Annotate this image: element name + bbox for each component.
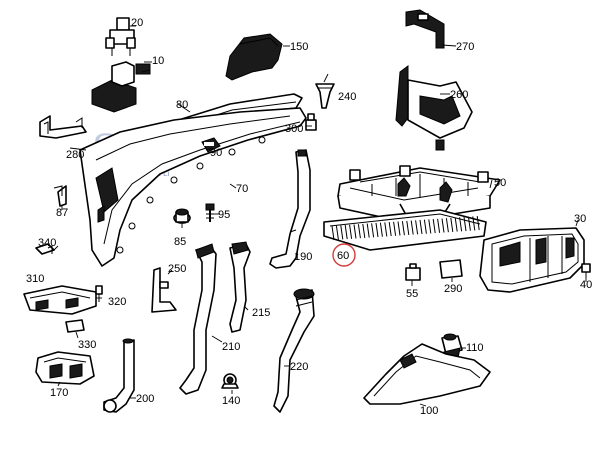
label-330[interactable]: 330 — [78, 339, 96, 351]
label-240[interactable]: 240 — [338, 91, 356, 103]
part-95-screw — [205, 203, 215, 222]
label-110[interactable]: 110 — [466, 342, 484, 354]
part-290-pad — [439, 259, 463, 279]
part-190-tube — [269, 149, 311, 269]
part-55-clip — [405, 263, 421, 281]
label-70[interactable]: 70 — [236, 183, 248, 195]
label-260[interactable]: 260 — [450, 89, 468, 101]
part-215-tube — [229, 241, 251, 333]
part-50-housing-top — [337, 165, 501, 223]
label-310[interactable]: 310 — [26, 273, 44, 285]
label-340[interactable]: 340 — [38, 237, 56, 249]
label-87[interactable]: 87 — [56, 207, 68, 219]
label-210[interactable]: 210 — [222, 341, 240, 353]
label-250[interactable]: 250 — [168, 263, 186, 275]
label-100[interactable]: 100 — [420, 405, 438, 417]
part-140-clamp — [221, 373, 239, 389]
label-20[interactable]: 20 — [131, 17, 143, 29]
part-310-bracket — [23, 285, 97, 315]
part-20-switch — [105, 17, 136, 56]
part-labels: 20 10 150 270 80 240 260 280 90 300 70 5… — [26, 17, 592, 417]
part-260-frame — [395, 65, 473, 151]
label-300[interactable]: 300 — [285, 123, 303, 135]
label-270[interactable]: 270 — [456, 41, 474, 53]
part-170-bracket — [35, 351, 95, 385]
label-55[interactable]: 55 — [406, 288, 418, 300]
part-250-bracket — [151, 267, 177, 313]
label-150[interactable]: 150 — [290, 41, 308, 53]
part-70-cowl — [79, 107, 307, 267]
part-10-sensor — [91, 61, 151, 113]
label-280[interactable]: 280 — [66, 149, 84, 161]
highlight-ring — [332, 243, 356, 267]
part-40-clip — [581, 263, 591, 278]
part-60-filter-element — [323, 209, 487, 251]
part-270-bracket — [405, 9, 445, 49]
label-95[interactable]: 95 — [218, 209, 230, 221]
label-200[interactable]: 200 — [136, 393, 154, 405]
label-10[interactable]: 10 — [152, 55, 164, 67]
part-30-housing-lower — [479, 227, 585, 293]
label-30[interactable]: 30 — [574, 213, 586, 225]
part-220-hose — [273, 288, 315, 413]
label-320[interactable]: 320 — [108, 296, 126, 308]
label-90[interactable]: 90 — [210, 147, 222, 159]
part-210-tube — [179, 243, 217, 395]
part-100-cover — [363, 343, 491, 405]
label-140[interactable]: 140 — [222, 395, 240, 407]
part-320-screw — [95, 285, 103, 302]
part-240-grommet — [315, 73, 335, 109]
part-87-clip — [53, 185, 67, 207]
part-150-bracket — [225, 33, 290, 81]
label-220[interactable]: 220 — [290, 361, 308, 373]
part-200-tube — [103, 338, 135, 413]
part-280-bracket — [39, 115, 87, 139]
label-170[interactable]: 170 — [50, 387, 68, 399]
label-215[interactable]: 215 — [252, 307, 270, 319]
label-290[interactable]: 290 — [444, 283, 462, 295]
label-190[interactable]: 190 — [294, 251, 312, 263]
part-330-pad — [65, 319, 85, 333]
leader-lines — [53, 25, 587, 407]
label-85[interactable]: 85 — [174, 236, 186, 248]
label-40[interactable]: 40 — [580, 279, 592, 291]
part-90-clip — [201, 137, 221, 153]
label-80[interactable]: 80 — [176, 99, 188, 111]
part-300-clip — [305, 113, 317, 131]
label-60[interactable]: 60 — [337, 250, 349, 262]
label-50[interactable]: 50 — [494, 177, 506, 189]
part-85-grommet — [173, 208, 191, 224]
